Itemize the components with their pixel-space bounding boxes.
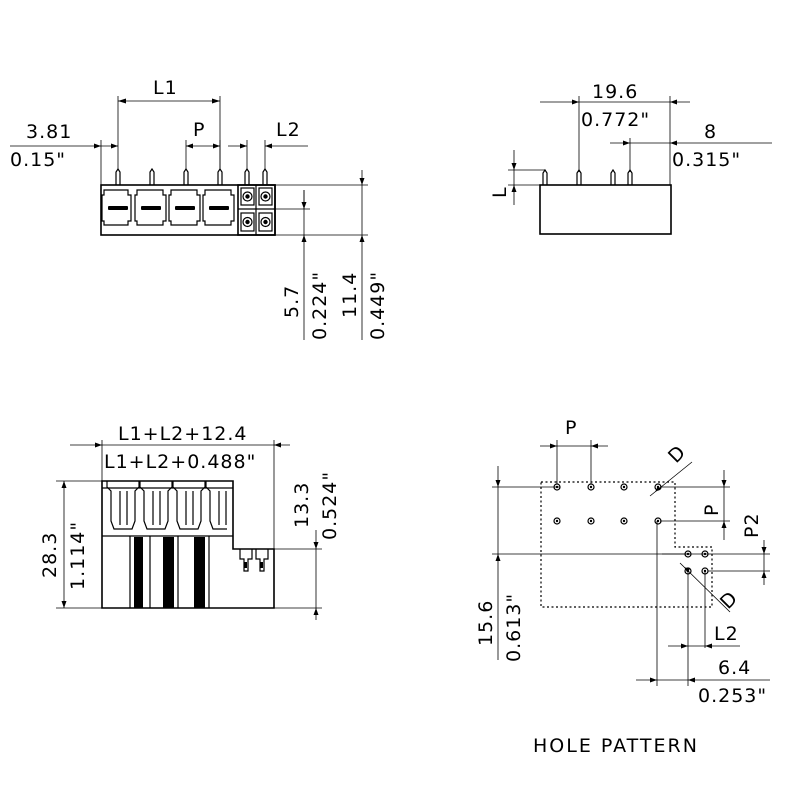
hole-p2-label: P2 <box>741 512 763 538</box>
front-signal-block <box>237 184 276 236</box>
length-mm-label: L1+L2+12.4 <box>118 423 248 445</box>
offset-in-label: 0.15" <box>10 149 66 171</box>
cavity-2-slot <box>141 206 161 210</box>
hole-pattern: P D P P2 D L2 6.4 0.253" 15.6 0.613" HOL… <box>475 417 770 757</box>
cavity-4-slot <box>209 206 229 210</box>
hole-d-bottom-label: D <box>716 587 743 614</box>
l-label: L <box>489 186 511 198</box>
cavity-1-slot <box>108 206 128 210</box>
hole-d-top-label: D <box>664 441 691 468</box>
connector-body-side <box>539 184 672 235</box>
height2-mm-label: 11.4 <box>339 272 361 318</box>
hole-p-right-label: P <box>701 504 723 516</box>
width-mm-label: 19.6 <box>592 81 638 103</box>
top-right-cutouts <box>239 549 269 572</box>
p-label: P <box>193 119 205 141</box>
l2-label: L2 <box>276 119 301 141</box>
footprint-outline <box>540 481 713 608</box>
offset-mm-label-top: 13.3 <box>291 482 313 528</box>
side-view: 19.6 0.772" 8 0.315" L <box>489 81 772 235</box>
front-pins <box>115 167 268 185</box>
cavity-1 <box>101 189 132 226</box>
pitch-in-label: 0.315" <box>672 149 741 171</box>
cavity-3-slot <box>175 206 195 210</box>
hole-height-mm-label: 15.6 <box>475 600 497 646</box>
top-comb <box>102 481 233 537</box>
hole-offset-in-label: 0.253" <box>698 685 767 707</box>
cavity-4 <box>202 189 235 226</box>
length-in-label: L1+L2+0.488" <box>104 451 256 473</box>
hole-p-label: P <box>565 417 577 439</box>
hole-l2-label: L2 <box>714 623 739 645</box>
cavity-2 <box>134 189 167 226</box>
height1-in-label: 0.224" <box>309 271 331 340</box>
front-cavities <box>101 189 235 226</box>
offset-in-label-top: 0.524" <box>319 471 341 540</box>
l1-label: L1 <box>153 77 178 99</box>
offset-mm-label: 3.81 <box>26 121 72 143</box>
pitch-mm-label: 8 <box>704 121 717 143</box>
hole-pattern-title: HOLE PATTERN <box>533 735 699 757</box>
top-view: L1+L2+12.4 L1+L2+0.488" 28.3 1.114" 13.3… <box>39 423 341 620</box>
height-in-label: 1.114" <box>67 521 89 590</box>
top-lower-blocks <box>129 536 210 608</box>
hole-height-in-label: 0.613" <box>503 593 525 662</box>
front-view: L1 P L2 3.81 0.15" 5.7 0.224" 11.4 0.449… <box>10 77 389 340</box>
height2-in-label: 0.449" <box>367 271 389 340</box>
height1-mm-label: 5.7 <box>281 285 303 318</box>
cavity-3 <box>168 189 201 226</box>
hole-offset-mm-label: 6.4 <box>718 657 751 679</box>
connector-body-top <box>101 480 275 609</box>
width-in-label: 0.772" <box>581 109 650 131</box>
height-mm-label: 28.3 <box>39 532 61 578</box>
